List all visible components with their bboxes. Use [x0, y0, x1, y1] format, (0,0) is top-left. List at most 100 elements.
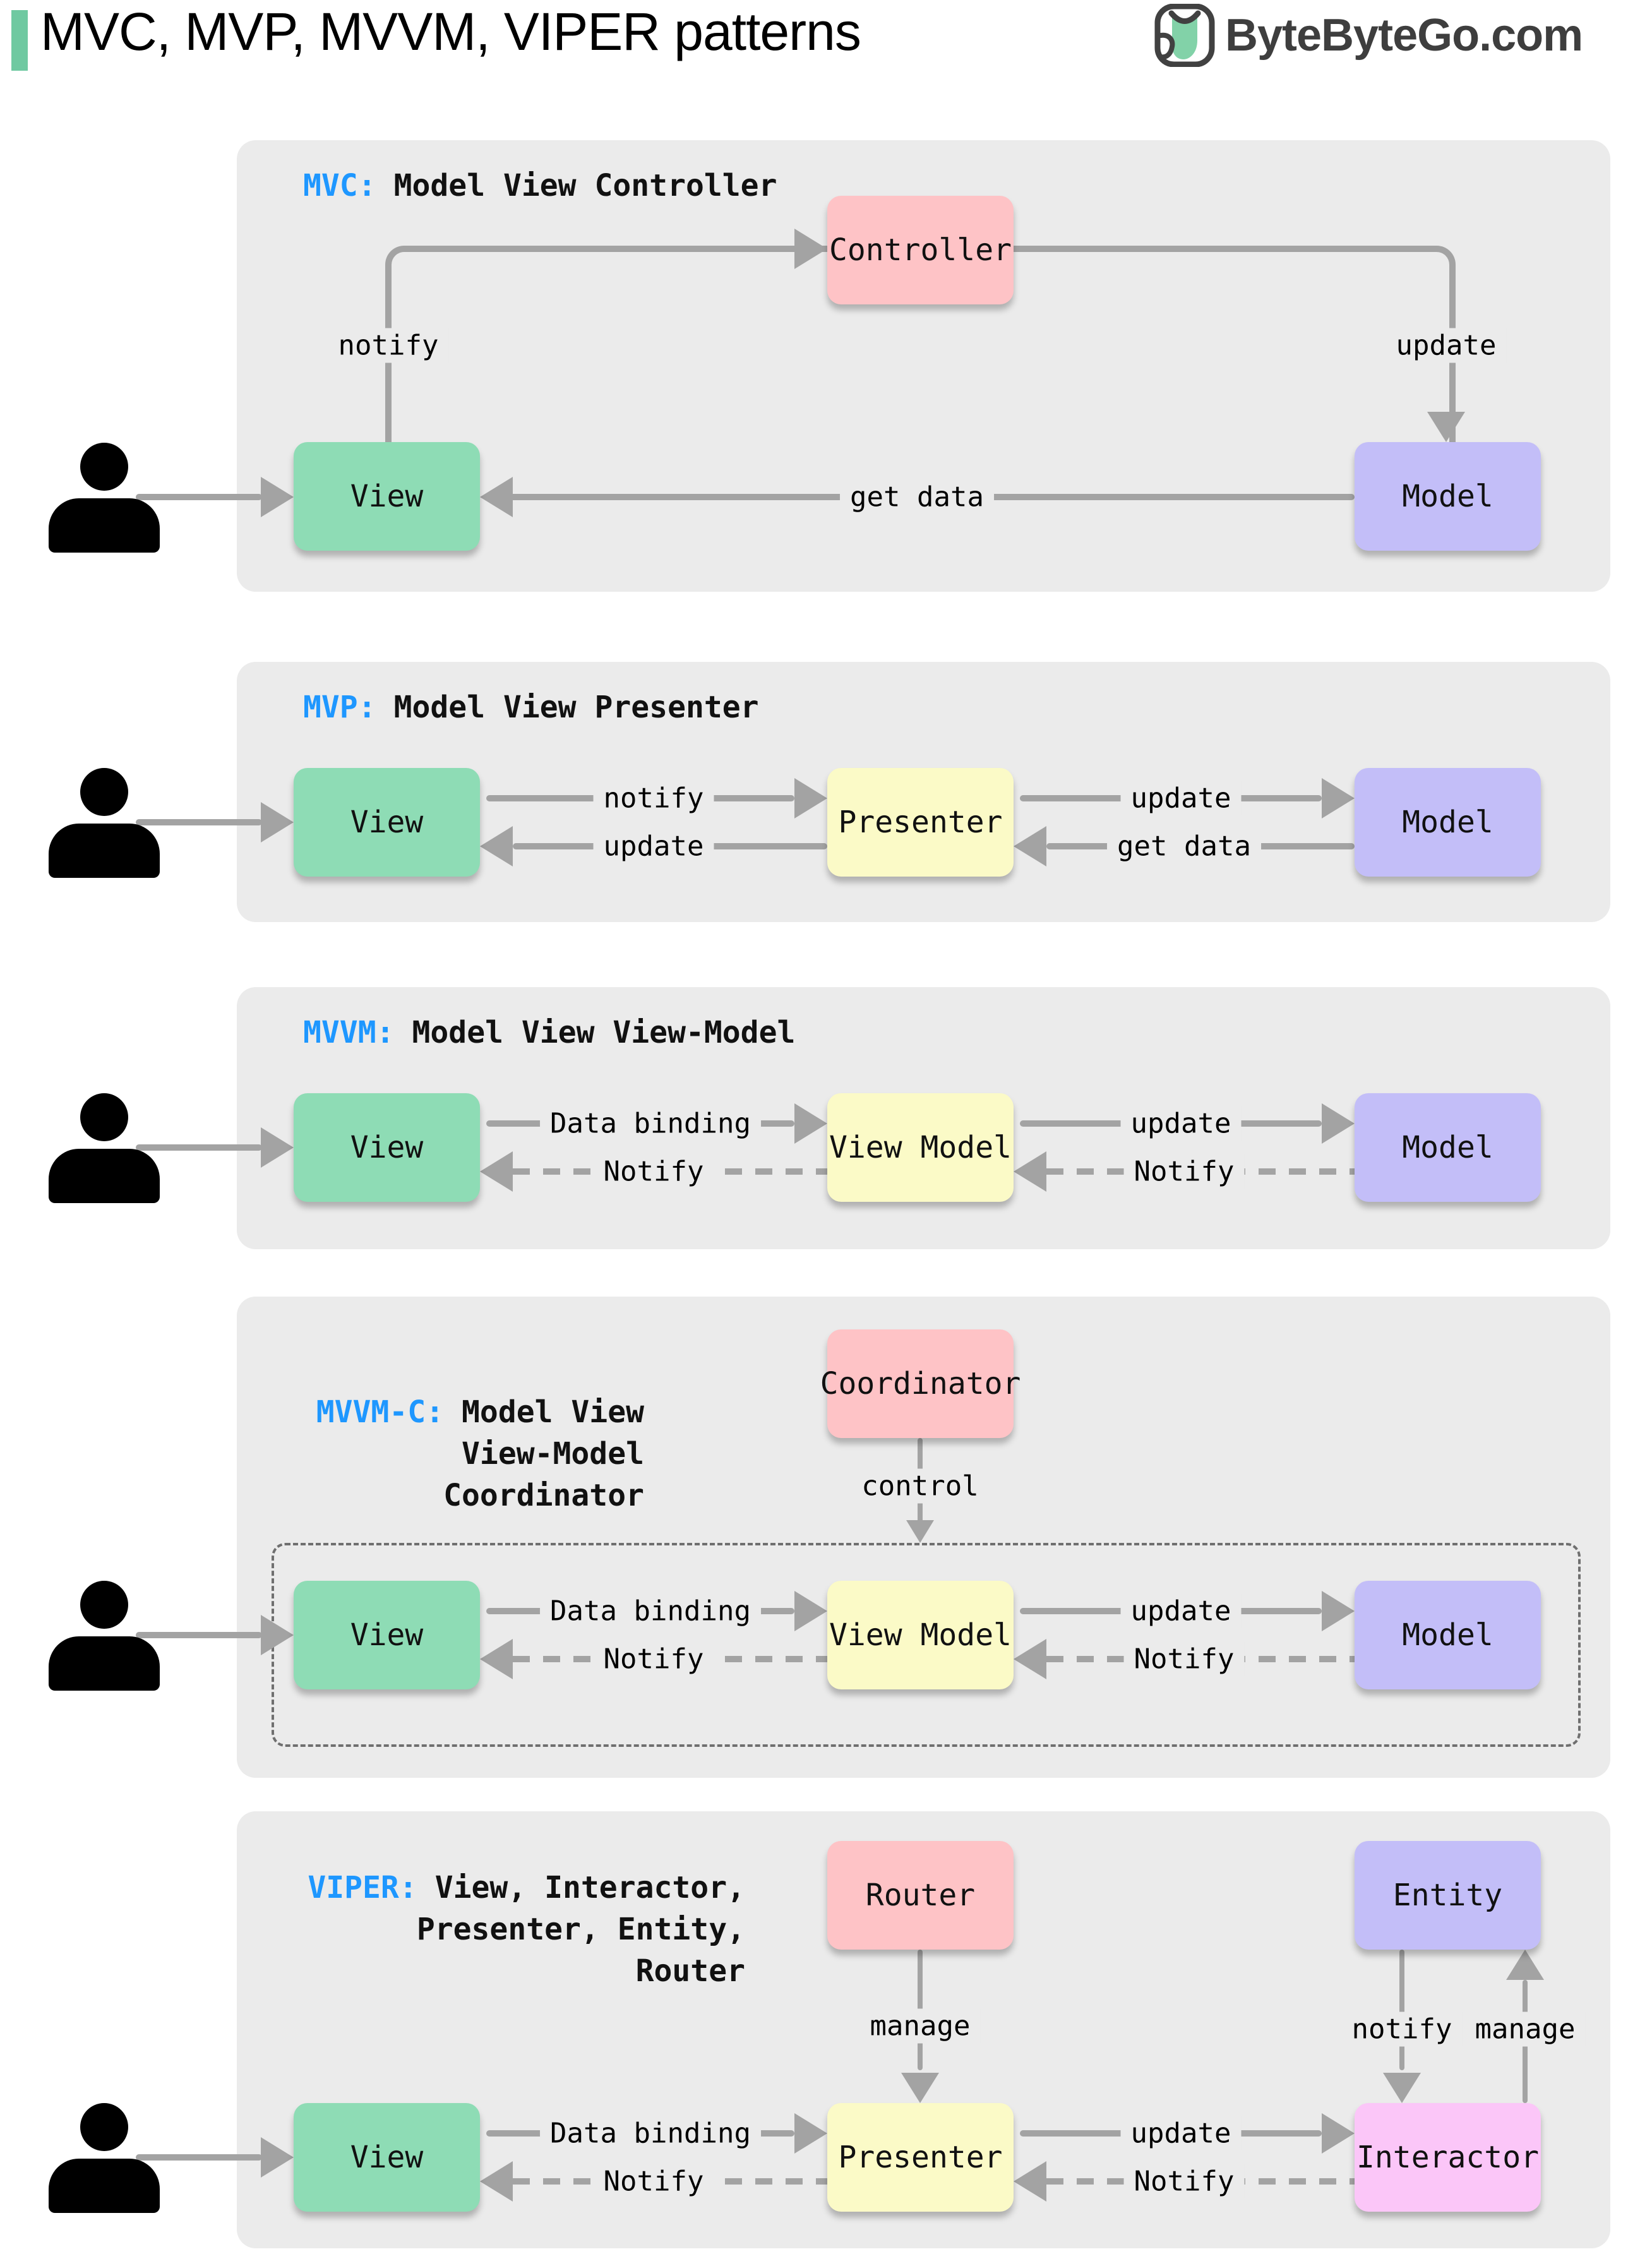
viper-presenter-box: Presenter — [827, 2103, 1014, 2212]
arrowhead-down-icon — [901, 2073, 939, 2103]
mvp-panel-label: MVP: Model View Presenter — [303, 690, 759, 725]
mvp-update-to-view-label: update — [593, 829, 714, 864]
viper-data-binding-label: Data binding — [540, 2116, 761, 2151]
mvvm-c-viewmodel-box: View Model — [827, 1581, 1014, 1689]
bytebytego-owl-icon — [1154, 4, 1215, 67]
mvp-title: Model View Presenter — [393, 690, 759, 725]
mvp-presenter-box-label: Presenter — [838, 805, 1003, 840]
arrowhead-left-icon — [1014, 1151, 1046, 1192]
mvp-view-box: View — [294, 768, 480, 877]
person-head — [80, 443, 128, 491]
mvvm-c-notify-to-viewmodel-label: Notify — [1123, 1641, 1245, 1677]
mvvm-c-model-box: Model — [1355, 1581, 1541, 1689]
mvvm-data-binding-label: Data binding — [540, 1106, 761, 1141]
mvvm-update-label: update — [1120, 1106, 1242, 1141]
mvvm-c-label-line1: MVVM-C: Model View — [303, 1391, 644, 1433]
mvvm-c-model-box-label: Model — [1402, 1617, 1493, 1653]
mvp-get-data-label: get data — [1107, 829, 1261, 864]
mvvm-c-coordinator-box: Coordinator — [820, 1329, 1021, 1438]
mvvm-c-update-label: update — [1120, 1593, 1242, 1629]
mvc-model-box-label: Model — [1402, 479, 1493, 514]
person-torso — [49, 2159, 160, 2213]
mvvm-c-notify-to-view-label: Notify — [593, 1641, 714, 1677]
arrowhead-right-icon — [794, 229, 827, 269]
person-head — [80, 768, 128, 816]
mvp-panel: MVP: Model View Presenter notify update u… — [49, 662, 1610, 922]
arrowhead-down-icon — [1427, 412, 1465, 442]
mvvm-panel: MVVM:Model View View-Model Data binding … — [49, 987, 1610, 1249]
person-head — [80, 1581, 128, 1629]
arrowhead-right-icon — [261, 802, 294, 842]
viper-router-box-label: Router — [865, 1878, 976, 1913]
arrowhead-left-icon — [1014, 2161, 1046, 2202]
person-icon — [47, 2103, 161, 2213]
viper-entity-to-interactor-line — [1399, 1950, 1404, 2070]
mvvm-model-box: Model — [1355, 1093, 1541, 1202]
mvp-notify-label: notify — [593, 781, 714, 816]
viper-entity-box: Entity — [1355, 1841, 1541, 1950]
arrowhead-right-icon — [794, 1591, 827, 1631]
mvp-update-to-model-label: update — [1120, 781, 1242, 816]
brand-logo: ByteByteGo.com — [1153, 4, 1583, 67]
mvvm-c-coordinator-box-label: Coordinator — [820, 1366, 1021, 1401]
viper-manage-presenter-label: manage — [859, 2008, 981, 2044]
arrowhead-left-icon — [480, 826, 513, 866]
person-icon — [47, 768, 161, 878]
mvc-update-label: update — [1386, 328, 1507, 363]
mvvm-c-view-box: View — [294, 1581, 480, 1689]
arrowhead-right-icon — [794, 778, 827, 818]
person-torso — [49, 1149, 160, 1203]
mvc-view-box-label: View — [350, 479, 424, 514]
page-title: MVC, MVP, MVVM, VIPER patterns — [40, 2, 861, 61]
mvc-view-to-controller-connector — [385, 246, 834, 448]
arrowhead-down-icon — [1383, 2073, 1421, 2103]
viper-presenter-box-label: Presenter — [838, 2140, 1003, 2175]
arrowhead-left-icon — [1014, 826, 1046, 866]
mvvm-c-prefix: MVVM-C: — [316, 1394, 445, 1430]
arrowhead-right-icon — [794, 1103, 827, 1144]
mvvm-c-title-line1: Model View — [462, 1394, 644, 1430]
person-torso — [49, 498, 160, 553]
arrowhead-right-icon — [1322, 778, 1355, 818]
viper-router-box: Router — [827, 1841, 1014, 1950]
arrowhead-right-icon — [1322, 1103, 1355, 1144]
arrowhead-right-icon — [261, 1127, 294, 1168]
viper-interactor-box-label: Interactor — [1356, 2140, 1539, 2175]
viper-notify-interactor-label: notify — [1341, 2011, 1463, 2047]
arrowhead-right-icon — [261, 1615, 294, 1655]
viper-title-line1: View, Interactor, — [434, 1870, 745, 1905]
mvvm-view-box-label: View — [350, 1130, 424, 1165]
mvvm-c-panel-label: MVVM-C:Model View View-Model Coordinator — [303, 1391, 644, 1516]
mvvm-c-title-line2: View-Model — [462, 1436, 644, 1472]
viper-label-line1: VIPER:View, Interactor, — [303, 1867, 745, 1909]
person-torso — [49, 1636, 160, 1691]
arrowhead-up-icon — [1506, 1950, 1544, 1980]
mvc-notify-label: notify — [328, 328, 449, 363]
mvp-presenter-box: Presenter — [827, 768, 1014, 877]
mvvm-model-box-label: Model — [1402, 1130, 1493, 1165]
mvp-model-box-label: Model — [1402, 805, 1493, 840]
arrowhead-left-icon — [480, 1151, 513, 1192]
mvvm-c-control-label: control — [851, 1468, 989, 1504]
title-accent-bar — [11, 10, 28, 71]
mvvm-c-viewmodel-box-label: View Model — [829, 1617, 1012, 1653]
mvc-get-data-label: get data — [840, 479, 994, 515]
mvvm-viewmodel-box: View Model — [827, 1093, 1014, 1202]
person-head — [80, 1093, 128, 1141]
viper-panel: VIPER:View, Interactor, Presenter, Entit… — [49, 1811, 1610, 2248]
viper-title-line2: Presenter, Entity, — [416, 1912, 745, 1947]
viper-view-box: View — [294, 2103, 480, 2212]
arrowhead-right-icon — [261, 2137, 294, 2178]
viper-user-to-view-line — [136, 2154, 262, 2161]
mvc-panel-label: MVC:Model View Controller — [303, 168, 777, 203]
mvvm-c-view-box-label: View — [350, 1617, 424, 1653]
arrowhead-left-icon — [480, 2161, 513, 2202]
mvp-view-box-label: View — [350, 805, 424, 840]
arrowhead-left-icon — [480, 477, 513, 517]
mvp-prefix: MVP: — [303, 690, 376, 725]
arrowhead-down-icon — [906, 1520, 934, 1543]
mvc-panel: MVC:Model View Controller notify update … — [49, 140, 1610, 592]
mvvm-c-user-to-view-line — [136, 1632, 262, 1638]
mvvm-prefix: MVVM: — [303, 1015, 395, 1050]
arrowhead-right-icon — [261, 477, 294, 517]
